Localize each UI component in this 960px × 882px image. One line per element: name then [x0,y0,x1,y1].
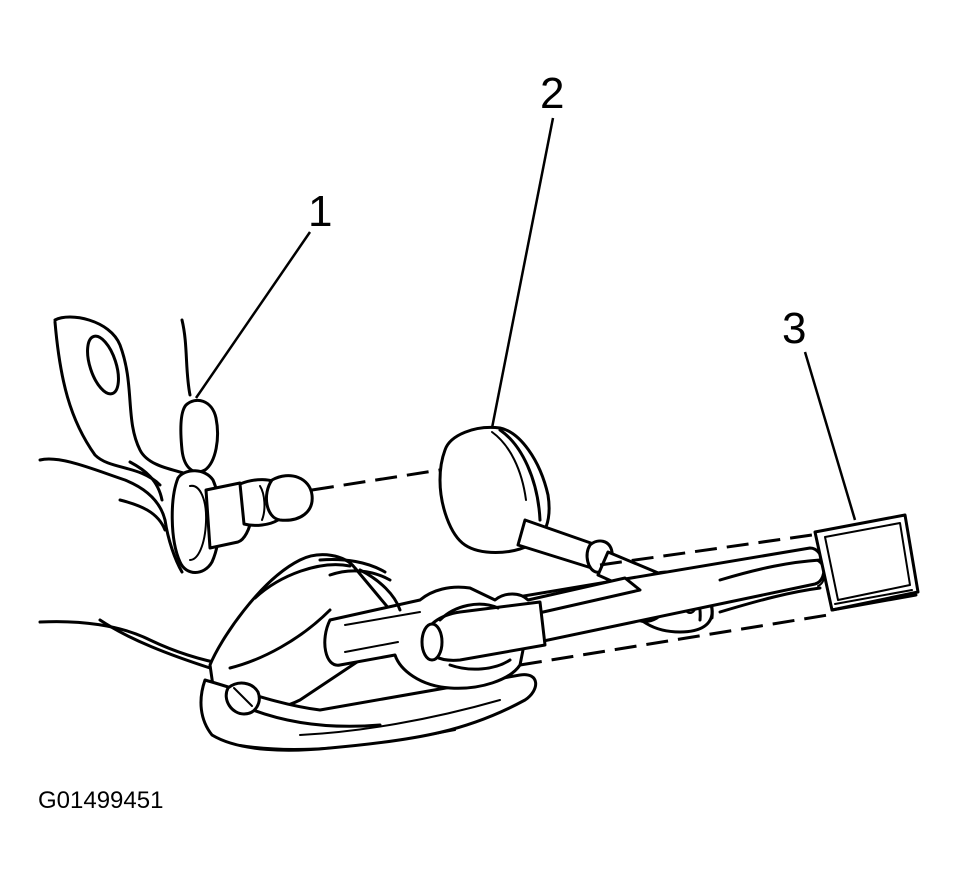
housing-contour [98,618,212,670]
alignment-line-bottom [519,613,829,667]
tool-wrench [813,513,920,612]
steering-knuckle [38,315,230,667]
ball-stud [170,469,314,574]
callout-1: 1 [308,187,332,236]
figure-id: G01499451 [38,787,163,814]
callout-3: 3 [782,304,806,353]
callout-3-leader [803,351,857,521]
clamp-bracket [199,673,538,752]
inner-housing [208,553,393,712]
pivot-tube [420,600,547,671]
callout-1-leader [194,231,312,399]
alignment-line-upper [311,468,441,492]
callout-2-leader [490,117,555,429]
housing-contour-2 [358,568,402,612]
knuckle-ear [179,398,220,474]
tie-rod-end [438,425,677,607]
alignment-line-lower [599,533,813,567]
callout-2: 2 [540,69,564,118]
